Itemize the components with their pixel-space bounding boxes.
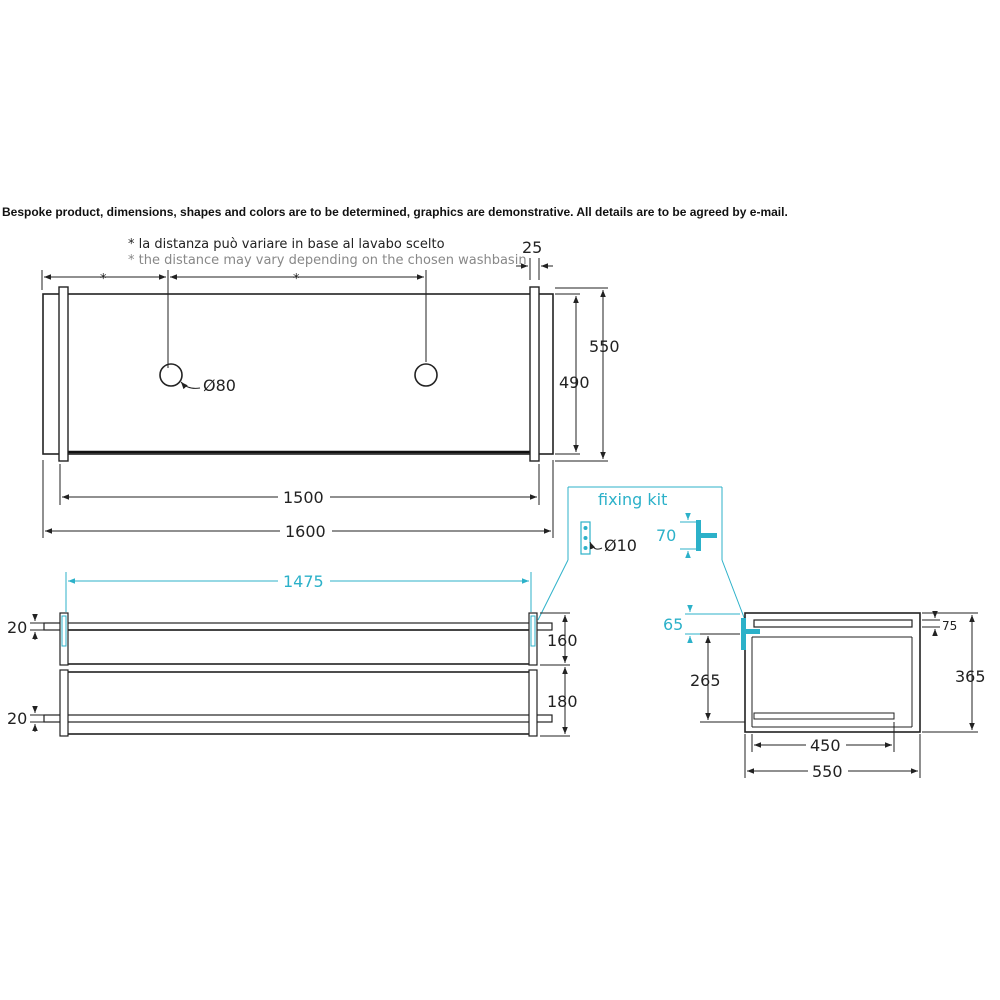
bracket-icon [696, 520, 701, 551]
dim-upper-height: 160 [547, 631, 578, 650]
dim-bracket-offset: 65 [663, 615, 683, 634]
dim-depth-inner: 490 [559, 373, 590, 392]
top-view: * la distanza può variare in base al lav… [41, 237, 620, 541]
towel-rail-bottom [43, 714, 553, 723]
lower-drawer [65, 671, 532, 735]
fixing-kit-title: fixing kit [598, 490, 667, 509]
towel-rail-top [43, 622, 553, 631]
basin-hole-left [159, 363, 183, 387]
dim-inner-width: 1500 [283, 488, 324, 507]
side-view: 65 265 75 365 450 550 [663, 605, 986, 781]
cabinet-section [744, 612, 921, 733]
dim-inner-depth: 450 [810, 736, 841, 755]
top-lip [753, 619, 913, 628]
dim-total-depth: 550 [812, 762, 843, 781]
basin-hole-right [414, 363, 438, 387]
upper-drawer [65, 629, 532, 665]
countertop-outline [42, 293, 554, 455]
dim-lower-height: 180 [547, 692, 578, 711]
note-english: * the distance may vary depending on the… [128, 253, 527, 268]
dim-hole-diameter: Ø80 [203, 376, 236, 395]
spacing-asterisk-right: * [293, 272, 300, 287]
dim-rail-bottom: 20 [7, 709, 27, 728]
dim-depth-outer: 550 [589, 337, 620, 356]
notice-text: Bespoke product, dimensions, shapes and … [2, 205, 788, 219]
dim-rail-length: 1475 [283, 572, 324, 591]
front-view: 1475 20 20 160 180 [7, 572, 578, 737]
fixing-kit-callout: fixing kit Ø10 70 [537, 486, 746, 621]
wall-bracket [741, 618, 746, 650]
side-panel-left [58, 286, 69, 462]
note-italian: * la distanza può variare in base al lav… [128, 237, 445, 252]
dim-mount-height: 265 [690, 671, 721, 690]
dim-bracket-height: 70 [656, 526, 676, 545]
side-panel-right [529, 286, 540, 462]
dim-total-height: 365 [955, 667, 986, 686]
dim-total-width: 1600 [285, 522, 326, 541]
dim-side-thickness: 25 [522, 238, 542, 257]
spacing-asterisk-left: * [100, 272, 107, 287]
dim-rail-top: 20 [7, 618, 27, 637]
dim-lip-height: 75 [942, 619, 957, 633]
dim-bolt-diameter: Ø10 [604, 536, 637, 555]
